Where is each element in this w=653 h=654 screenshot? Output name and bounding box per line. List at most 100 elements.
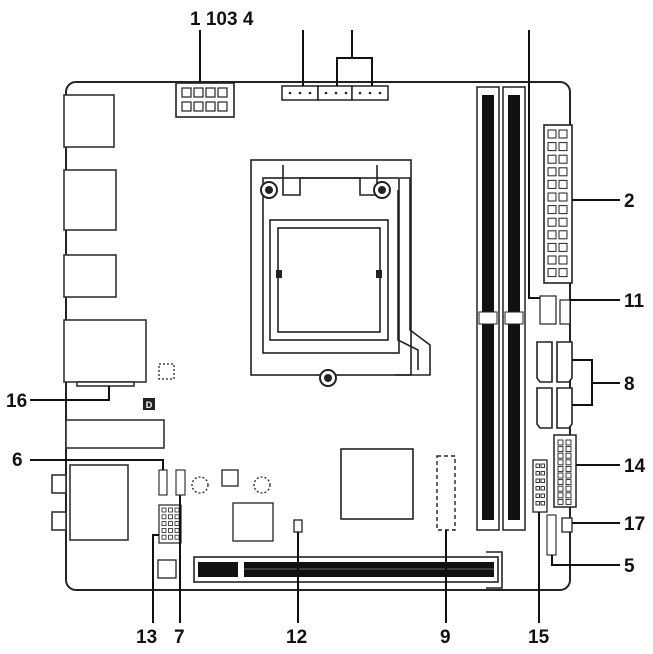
connector-pin [558, 167, 568, 177]
connector-pin [535, 471, 540, 476]
connector-pin [557, 492, 564, 499]
connector-pin [540, 471, 545, 476]
header-6 [158, 469, 168, 496]
callout-13: 13 [136, 627, 157, 648]
connector-pin [174, 507, 180, 513]
header-13 [158, 504, 182, 544]
connector-pin [540, 486, 545, 491]
connector-pin [161, 507, 167, 513]
connector-pin [547, 129, 557, 139]
io-jack-small-1 [51, 474, 67, 494]
header-17 [561, 517, 573, 533]
connector-pin [557, 472, 564, 479]
connector-pin [535, 486, 540, 491]
connector-pin [547, 268, 557, 278]
connector-pin [557, 485, 564, 492]
io-jack-small-2 [51, 511, 67, 531]
connector-pin [547, 142, 557, 152]
header-7 [175, 469, 186, 496]
connector-pin [557, 452, 564, 459]
connector-pin [547, 192, 557, 202]
connector-pin [565, 465, 572, 472]
connector-pin [168, 514, 173, 520]
io-port-hdmi [63, 254, 117, 298]
connector-pin [174, 528, 180, 533]
callout-16: 16 [6, 391, 27, 412]
io-port-lan-usb [63, 319, 147, 383]
connector-pin [174, 521, 180, 526]
connector-pin [558, 268, 568, 278]
dimm-slots [476, 86, 526, 531]
callout-17: 17 [624, 514, 645, 535]
connector-pin [161, 528, 167, 533]
connector-pin [168, 534, 173, 540]
socket-screws [260, 181, 391, 387]
connector-pin [565, 472, 572, 479]
connector-pin [557, 446, 564, 453]
connector-pin [174, 514, 180, 520]
connector-pin [540, 463, 545, 468]
connector-pin [558, 205, 568, 215]
callout-11: 11 [624, 291, 645, 312]
connector-pin [558, 230, 568, 240]
connector-pin [547, 179, 557, 189]
connector-pin [547, 167, 557, 177]
chipset [340, 448, 414, 520]
callout-7: 7 [174, 627, 185, 648]
io-port-audio-jack [69, 464, 129, 541]
connector-pin [535, 478, 540, 483]
connector-pin [161, 534, 167, 540]
rear-io-ports [51, 94, 165, 541]
connector-pin [547, 230, 557, 240]
connector-pin [535, 493, 540, 498]
connector-pin [168, 507, 173, 513]
connector-pin [161, 514, 167, 520]
sata-connectors [536, 341, 573, 429]
header-5 [546, 514, 557, 556]
connector-pin [557, 465, 564, 472]
connector-pin [557, 439, 564, 446]
connector-pin [558, 217, 568, 227]
leader-lines [30, 30, 620, 623]
connector-pin [565, 492, 572, 499]
connector-pin [565, 446, 572, 453]
connector-pin [168, 521, 173, 526]
atx-12v-connector [175, 82, 235, 118]
connector-pin [558, 179, 568, 189]
d-led: D [143, 398, 155, 410]
connector-pin [547, 255, 557, 265]
connector-pin [558, 154, 568, 164]
connector-pin [558, 129, 568, 139]
connector-pin [557, 459, 564, 466]
connector-pin [540, 501, 545, 506]
connector-pin [161, 521, 167, 526]
socket-notches [276, 270, 382, 278]
pcie-x16-slot [193, 551, 503, 589]
callout-2: 2 [624, 191, 635, 212]
connector-pin [547, 154, 557, 164]
connector-pin [547, 242, 557, 252]
callout-6: 6 [12, 450, 23, 471]
callout-15: 15 [528, 627, 550, 648]
connector-pin [557, 498, 564, 505]
callout-1-103-4: 1 103 4 [190, 9, 254, 30]
atx-24pin-connector [543, 124, 573, 284]
connector-pin [540, 478, 545, 483]
io-port-ps2 [63, 94, 115, 148]
connector-pin [547, 205, 557, 215]
connector-pin [558, 192, 568, 202]
connector-pin [535, 463, 540, 468]
connector-pin [540, 493, 545, 498]
connector-pin [174, 534, 180, 540]
callout-12: 12 [286, 627, 307, 648]
connector-pin [535, 501, 540, 506]
connector-pin [565, 452, 572, 459]
callout-8: 8 [624, 374, 635, 395]
d-led-label: D [146, 400, 153, 410]
connector-pin [565, 485, 572, 492]
io-port-usb-lower [76, 381, 135, 387]
usb-header-14 [553, 434, 577, 508]
connector-pin [558, 255, 568, 265]
io-port-audio [65, 419, 165, 449]
